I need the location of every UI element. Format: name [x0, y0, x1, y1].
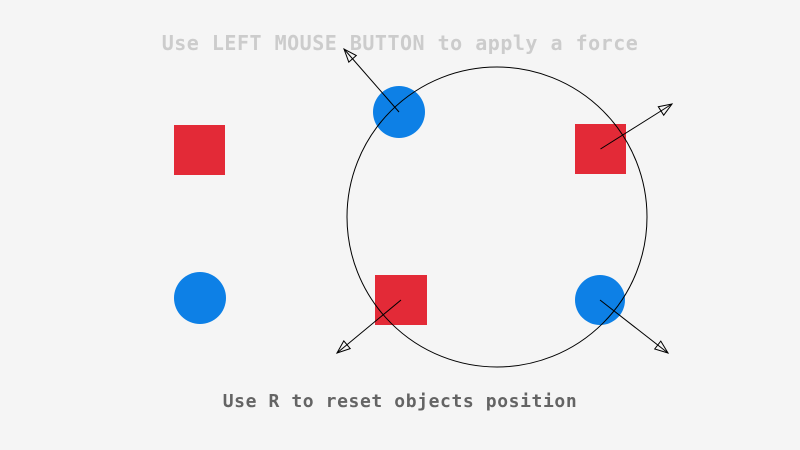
blue-ball[interactable]: [174, 272, 226, 324]
force-arrow-line: [599, 299, 669, 354]
force-arrow-line: [336, 299, 402, 354]
force-arrowhead-icon: [657, 103, 674, 117]
force-arrowhead-icon: [335, 340, 352, 354]
reset-instruction-text: Use R to reset objects position: [222, 391, 578, 412]
force-arrowhead-icon: [653, 340, 670, 354]
force-arrowhead-icon: [343, 47, 358, 63]
force-instruction-text: Use LEFT MOUSE BUTTON to apply a force: [161, 31, 639, 55]
boundary-circle: [346, 66, 648, 368]
red-box[interactable]: [174, 125, 225, 175]
force-arrow-line: [600, 103, 673, 150]
force-arrow-line: [343, 48, 400, 113]
